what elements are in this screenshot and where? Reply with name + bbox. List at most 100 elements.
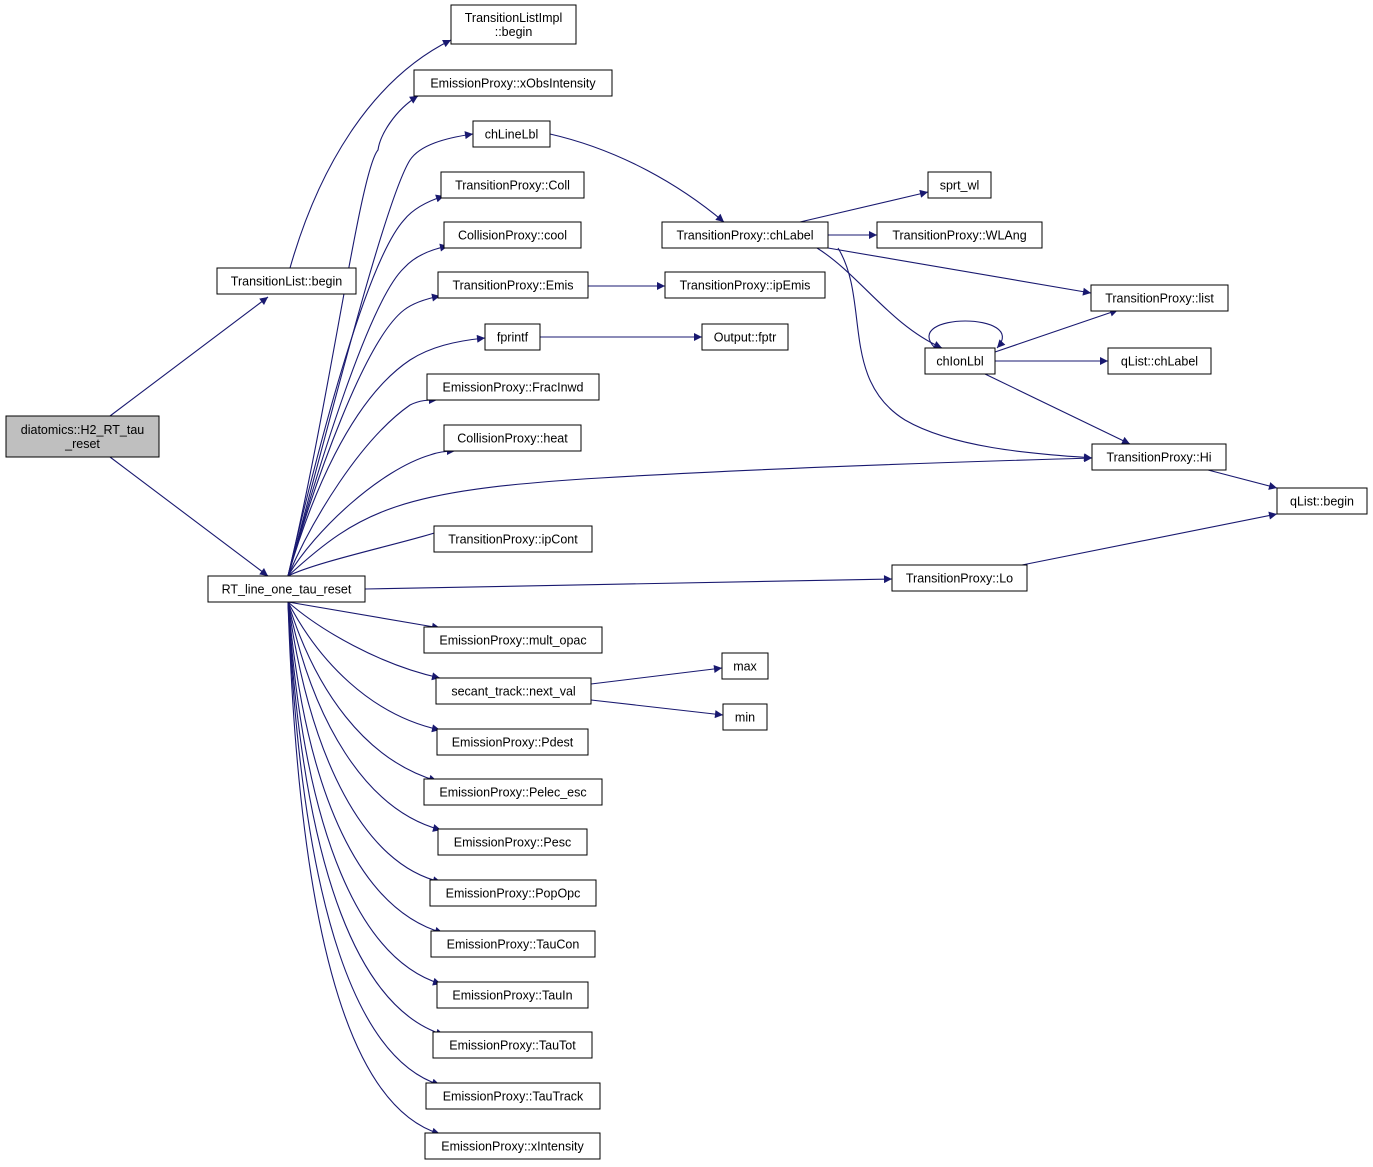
edge-root-to-rtline	[109, 456, 269, 577]
node-fptr[interactable]: Output::fptr	[701, 323, 789, 351]
node-label: qList::begin	[1290, 495, 1354, 509]
node-fprintf[interactable]: fprintf	[484, 323, 541, 351]
edge-rtline-to-fracinwd	[287, 396, 438, 577]
nodes-layer: diatomics::H2_RT_tau_reset TransitionList…	[5, 4, 1368, 1160]
node-max[interactable]: max	[721, 652, 769, 680]
node-box	[450, 4, 577, 45]
node-nextval[interactable]: secant_track::next_val	[435, 677, 592, 705]
node-box	[1107, 347, 1212, 375]
node-box	[426, 373, 600, 401]
node-pelec[interactable]: EmissionProxy::Pelec_esc	[423, 778, 603, 806]
node-box	[430, 930, 596, 958]
node-tautrack[interactable]: EmissionProxy::TauTrack	[425, 1082, 601, 1110]
node-box	[432, 1031, 593, 1059]
node-label: ::begin	[495, 25, 533, 39]
node-taucon[interactable]: EmissionProxy::TauCon	[430, 930, 596, 958]
node-box	[443, 221, 582, 249]
node-box	[436, 981, 589, 1009]
node-label: Output::fptr	[714, 331, 777, 345]
node-tlimpl[interactable]: TransitionListImpl::begin	[450, 4, 577, 45]
node-box	[433, 525, 593, 553]
node-cool[interactable]: CollisionProxy::cool	[443, 221, 582, 249]
node-box	[721, 652, 769, 680]
edge-chionlbl-to-list	[994, 308, 1119, 353]
node-label: fprintf	[497, 331, 529, 345]
node-fracinwd[interactable]: EmissionProxy::FracInwd	[426, 373, 600, 401]
node-box	[664, 271, 826, 299]
node-label: EmissionProxy::Pdest	[452, 736, 574, 750]
edge-rtline-to-tautrack	[287, 601, 441, 1087]
node-tlbegin[interactable]: TransitionList::begin	[216, 267, 357, 295]
edge-rtline-to-xint	[287, 601, 441, 1136]
edge-chlabel-to-list	[827, 247, 1092, 296]
node-label: TransitionProxy::ipEmis	[680, 279, 811, 293]
node-label: TransitionProxy::Hi	[1106, 451, 1211, 465]
node-box	[701, 323, 789, 351]
node-popopc[interactable]: EmissionProxy::PopOpc	[429, 879, 597, 907]
node-tauin[interactable]: EmissionProxy::TauIn	[436, 981, 589, 1009]
node-label: EmissionProxy::FracInwd	[442, 381, 583, 395]
node-label: TransitionProxy::Emis	[452, 279, 573, 293]
node-label: RT_line_one_tau_reset	[222, 583, 352, 597]
node-label: CollisionProxy::cool	[458, 229, 567, 243]
node-chlabel[interactable]: TransitionProxy::chLabel	[661, 221, 829, 249]
node-pesc[interactable]: EmissionProxy::Pesc	[437, 828, 588, 856]
node-label: EmissionProxy::Pesc	[454, 836, 571, 850]
node-box	[927, 171, 992, 199]
node-ipcont[interactable]: TransitionProxy::ipCont	[433, 525, 593, 553]
edge-chionlbl-to-chionlbl	[928, 320, 1006, 349]
node-box	[5, 415, 160, 458]
node-label: _reset	[64, 437, 100, 451]
node-box	[1090, 284, 1229, 312]
node-label: EmissionProxy::TauIn	[452, 989, 572, 1003]
node-label: TransitionProxy::Coll	[455, 179, 570, 193]
edge-rtline-to-multopac	[287, 601, 441, 631]
node-tautot[interactable]: EmissionProxy::TauTot	[432, 1031, 593, 1059]
node-emis[interactable]: TransitionProxy::Emis	[437, 271, 589, 299]
node-min[interactable]: min	[722, 703, 768, 731]
node-pdest[interactable]: EmissionProxy::Pdest	[436, 728, 589, 756]
edge-rtline-to-xobs	[287, 95, 419, 577]
node-hi[interactable]: TransitionProxy::Hi	[1091, 443, 1227, 471]
node-box	[207, 575, 366, 603]
node-ipemis[interactable]: TransitionProxy::ipEmis	[664, 271, 826, 299]
edge-chlabel-to-chionlbl	[816, 247, 943, 349]
node-list[interactable]: TransitionProxy::list	[1090, 284, 1229, 312]
node-box	[1276, 487, 1368, 515]
node-qlbegin[interactable]: qList::begin	[1276, 487, 1368, 515]
edge-rtline-to-pesc	[287, 601, 442, 832]
edge-lo-to-qlbegin	[1021, 511, 1278, 566]
node-label: TransitionProxy::WLAng	[892, 229, 1026, 243]
node-label: TransitionList::begin	[231, 275, 342, 289]
node-sprtwl[interactable]: sprt_wl	[927, 171, 992, 199]
edge-nextval-to-min	[590, 699, 724, 719]
node-coll[interactable]: TransitionProxy::Coll	[440, 171, 585, 199]
node-qlchlabel[interactable]: qList::chLabel	[1107, 347, 1212, 375]
node-box	[424, 1132, 601, 1160]
node-heat[interactable]: CollisionProxy::heat	[443, 424, 582, 452]
node-label: secant_track::next_val	[451, 685, 575, 699]
node-xint[interactable]: EmissionProxy::xIntensity	[424, 1132, 601, 1160]
edge-root-to-tlbegin	[109, 296, 269, 417]
edge-rtline-to-popopc	[287, 601, 442, 885]
edge-rtline-to-lo	[364, 575, 893, 590]
node-label: diatomics::H2_RT_tau	[21, 423, 144, 437]
edge-rtline-to-emis	[287, 293, 441, 577]
node-chionlbl[interactable]: chIonLbl	[924, 347, 996, 375]
node-label: TransitionProxy::list	[1105, 292, 1214, 306]
node-wlang[interactable]: TransitionProxy::WLAng	[876, 221, 1043, 249]
node-box	[1091, 443, 1227, 471]
node-box	[440, 171, 585, 199]
node-label: EmissionProxy::PopOpc	[446, 887, 581, 901]
edge-rtline-to-taucon	[287, 601, 444, 935]
node-xobs[interactable]: EmissionProxy::xObsIntensity	[413, 69, 613, 97]
edge-rtline-to-hi	[287, 454, 1093, 577]
node-label: max	[733, 660, 757, 674]
node-multopac[interactable]: EmissionProxy::mult_opac	[423, 626, 603, 654]
node-chlinelbl[interactable]: chLineLbl	[472, 120, 551, 148]
node-root[interactable]: diatomics::H2_RT_tau_reset	[5, 415, 160, 458]
node-rtline[interactable]: RT_line_one_tau_reset	[207, 575, 366, 603]
node-box	[436, 728, 589, 756]
node-lo[interactable]: TransitionProxy::Lo	[891, 564, 1028, 592]
